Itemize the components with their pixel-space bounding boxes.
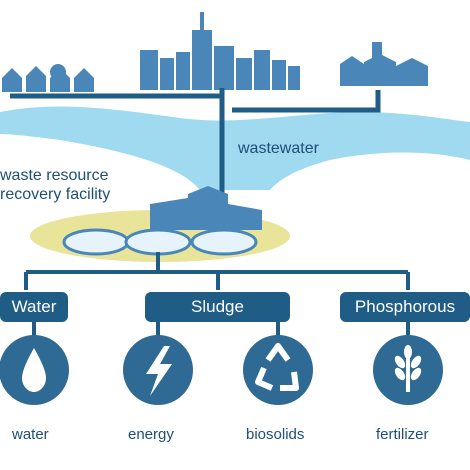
lightning-bolt-icon <box>146 346 172 396</box>
city-skyline <box>140 12 300 90</box>
sewer-pipes <box>10 88 381 200</box>
wastewater-label: wastewater <box>238 140 319 157</box>
output-label-water: water <box>12 426 49 443</box>
stream-water: Water <box>0 292 68 322</box>
facility-buildings <box>150 186 262 230</box>
stream-phosphorous: Phosphorous <box>340 292 470 322</box>
water-drop-icon <box>22 348 46 392</box>
output-circles <box>0 335 443 405</box>
output-label-biosolids: biosolids <box>246 426 305 443</box>
stream-sludge: Sludge <box>145 292 290 322</box>
factory <box>340 42 428 86</box>
facility-label-line1: waste resource <box>0 167 109 184</box>
houses <box>2 64 94 92</box>
output-label-fertilizer: fertilizer <box>376 426 429 443</box>
recycle-icon <box>255 343 299 391</box>
facility-label-line2: recovery facility <box>0 186 111 203</box>
wheat-icon <box>394 345 422 392</box>
clarifier-tanks <box>62 228 258 256</box>
river <box>0 106 470 190</box>
output-label-energy: energy <box>128 426 174 443</box>
